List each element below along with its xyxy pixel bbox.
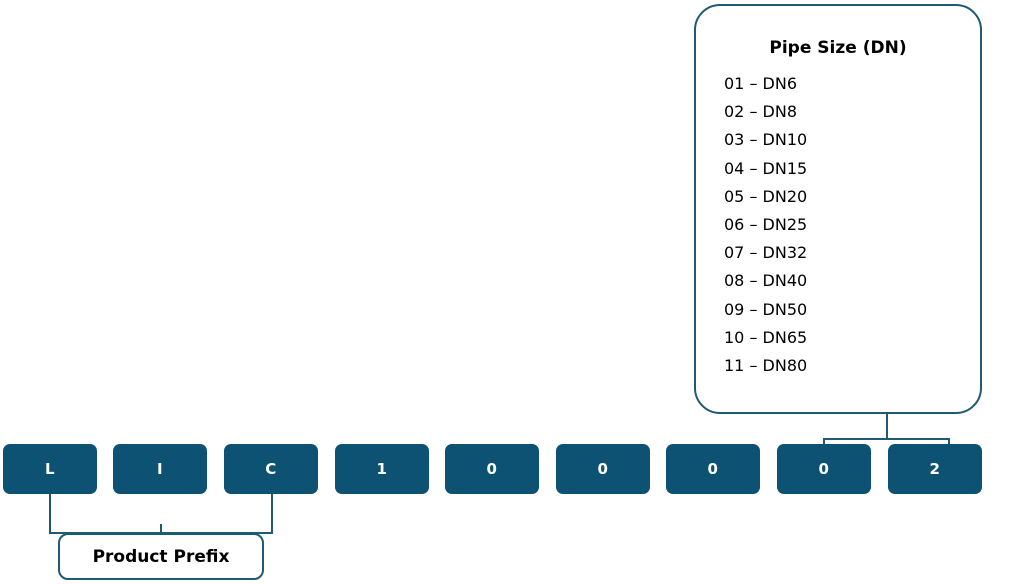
code-box-3: C xyxy=(224,444,318,494)
code-box-5: 0 xyxy=(445,444,539,494)
code-box-char: 1 xyxy=(376,460,388,478)
code-box-char: 0 xyxy=(707,460,719,478)
connector-prefix-left-drop xyxy=(49,494,51,534)
callout-pipe-size: Pipe Size (DN) 01 – DN6 02 – DN8 03 – DN… xyxy=(694,4,982,414)
list-item: 01 – DN6 xyxy=(724,74,797,93)
list-item: 11 – DN80 xyxy=(724,356,808,376)
code-box-1: L xyxy=(3,444,97,494)
connector-pipe-size-stem xyxy=(886,414,888,440)
code-box-6: 0 xyxy=(556,444,650,494)
connector-pipe-size-right-drop xyxy=(948,438,950,446)
list-item: 03 – DN10 xyxy=(724,130,808,150)
code-box-7: 0 xyxy=(666,444,760,494)
code-box-char: 2 xyxy=(929,460,941,478)
callout-product-prefix: Product Prefix xyxy=(58,533,264,580)
code-box-char: L xyxy=(44,460,56,478)
list-item: 06 – DN25 xyxy=(724,215,808,235)
callout-pipe-size-list: 01 – DN6 02 – DN8 03 – DN10 04 – DN15 05… xyxy=(724,70,980,380)
code-box-2: I xyxy=(113,444,207,494)
code-box-4: 1 xyxy=(335,444,429,494)
code-box-char: 0 xyxy=(486,460,498,478)
code-box-8: 0 xyxy=(777,444,871,494)
code-box-9: 2 xyxy=(888,444,982,494)
list-item: 02 – DN8 xyxy=(724,102,797,122)
connector-prefix-right-drop xyxy=(271,494,273,534)
list-item: 08 – DN40 xyxy=(724,271,808,291)
connector-prefix-stem xyxy=(160,524,162,540)
code-box-char: 0 xyxy=(597,460,609,478)
callout-product-prefix-title: Product Prefix xyxy=(92,546,230,567)
code-box-char: I xyxy=(156,460,164,478)
list-item: 04 – DN15 xyxy=(724,158,808,178)
list-item: 10 – DN65 xyxy=(724,327,808,347)
list-item: 07 – DN32 xyxy=(724,243,808,263)
connector-pipe-size-left-drop xyxy=(823,438,825,446)
list-item: 09 – DN50 xyxy=(724,299,808,319)
callout-pipe-size-title: Pipe Size (DN) xyxy=(769,38,907,58)
list-item: 05 – DN20 xyxy=(724,186,808,206)
connector-pipe-size-bar xyxy=(823,438,950,440)
code-box-char: 0 xyxy=(818,460,830,478)
code-box-char: C xyxy=(265,460,277,478)
